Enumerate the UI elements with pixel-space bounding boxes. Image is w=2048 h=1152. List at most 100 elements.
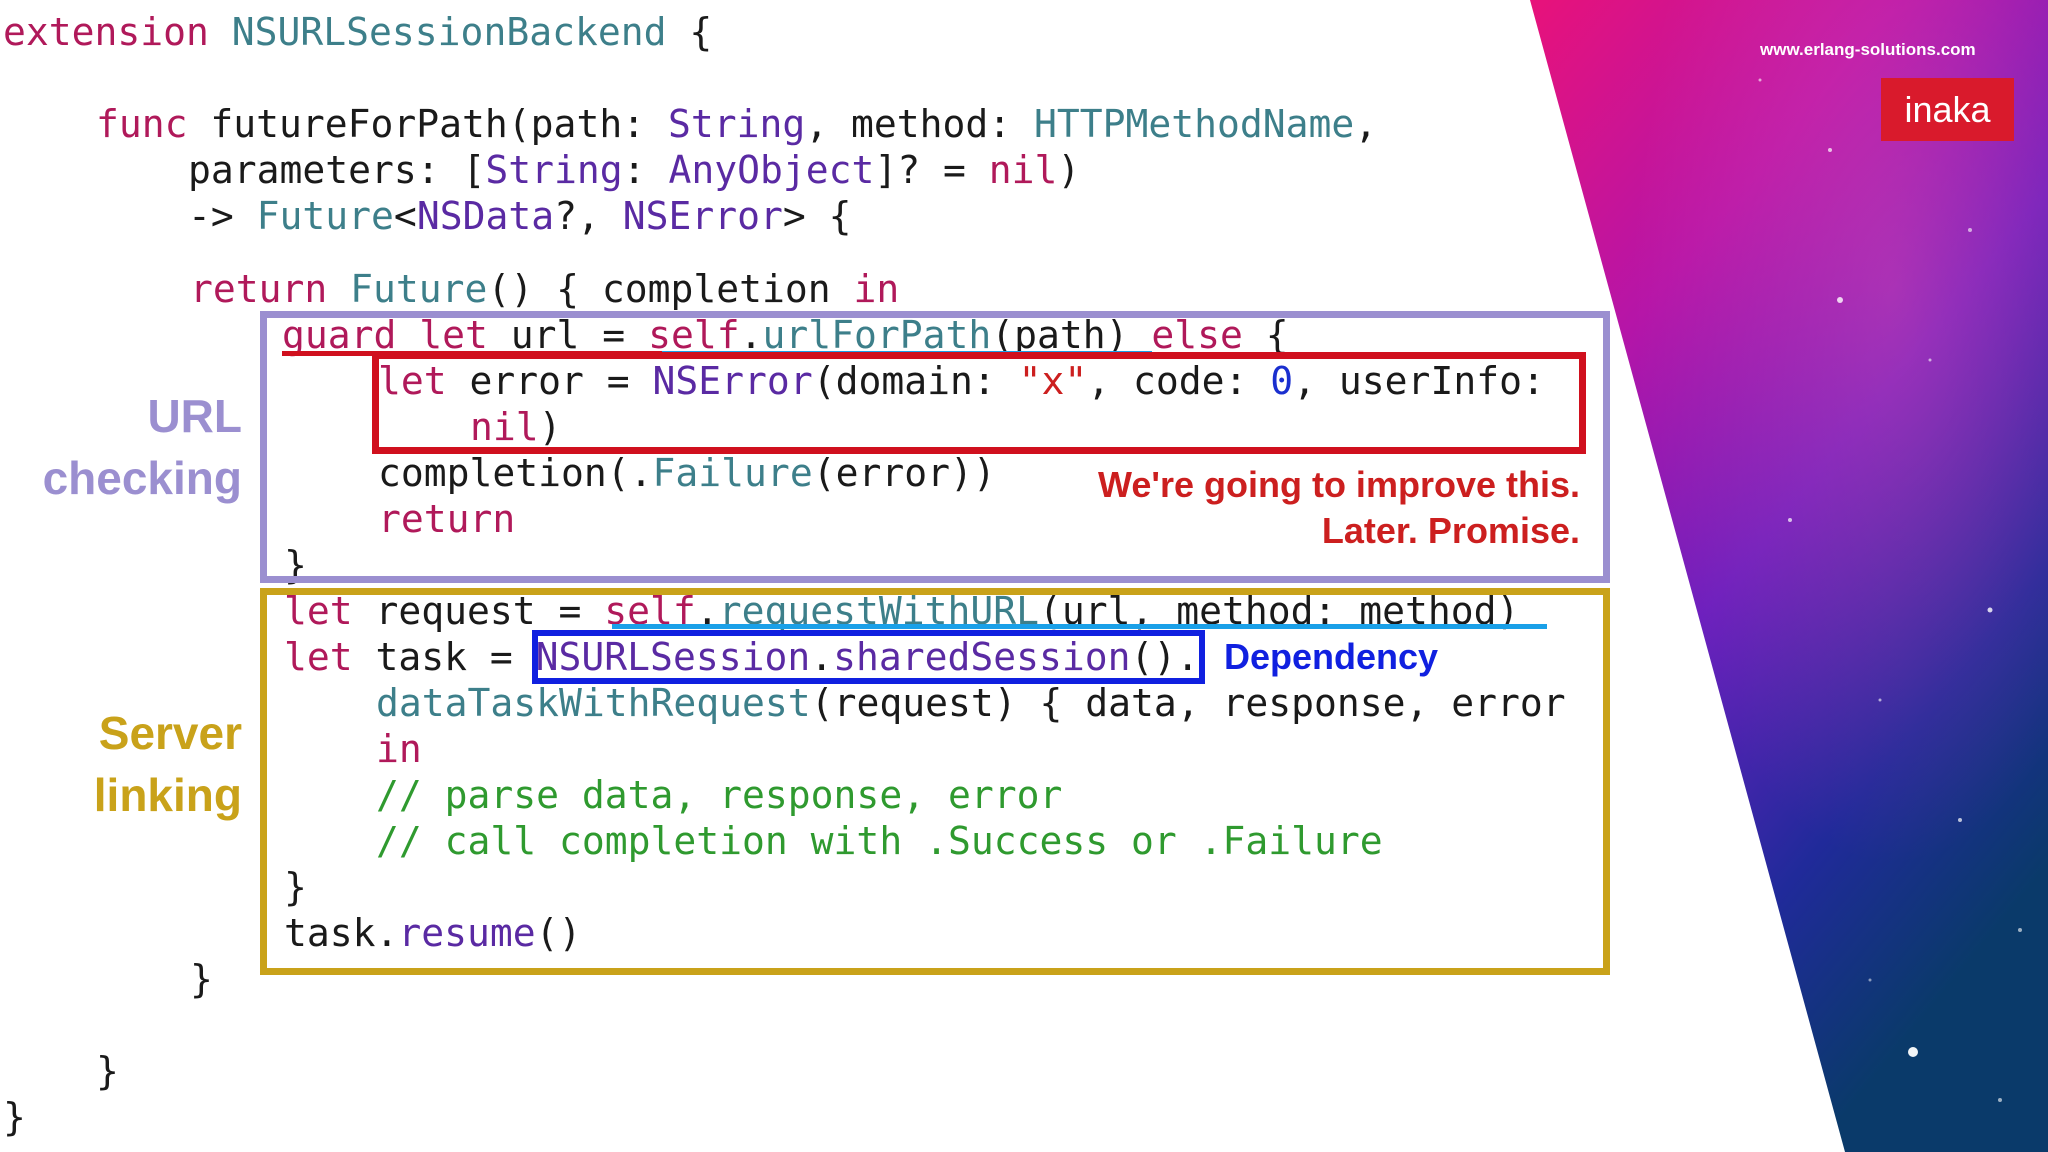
line-6-token-5: urlForPath <box>762 313 992 357</box>
inaka-logo-text: inaka <box>1904 88 1991 130</box>
line-1-token-1: extension <box>3 10 232 54</box>
line-7-token-4: (domain: <box>812 359 1019 403</box>
line-3-token-2: String <box>485 148 623 192</box>
line-7-token-3: NSError <box>652 359 813 403</box>
code-line-16: // parse data, response, error <box>376 772 1062 818</box>
code-line-13: let task = NSURLSession.sharedSession(). <box>284 634 1199 680</box>
line-5-token-1: return <box>190 267 351 311</box>
code-line-1: extension NSURLSessionBackend { <box>3 9 712 55</box>
line-6-token-7: else <box>1151 313 1243 357</box>
code-line-10: return <box>378 496 515 542</box>
line-9-token-3: (error)) <box>812 451 996 495</box>
code-line-22: } <box>3 1094 26 1140</box>
code-line-14: dataTaskWithRequest(request) { data, res… <box>376 680 1566 726</box>
url-checking-box <box>260 311 1610 583</box>
line-12-token-1: let <box>284 589 376 633</box>
line-6-token-6: (path) <box>991 313 1152 357</box>
line-6-token-4: . <box>739 313 763 357</box>
line-7-token-8: , userInfo: <box>1293 359 1545 403</box>
line-2-token-5: HTTPMethodName <box>1034 102 1355 146</box>
line-13-token-3: NSURLSession <box>535 635 811 679</box>
line-4-token-5: ?, <box>554 194 623 238</box>
line-16-token-1: // parse data, response, error <box>376 773 1063 817</box>
line-4-token-1: -> <box>188 194 257 238</box>
line-9-token-1: completion(. <box>378 451 653 495</box>
blue-underline-request-with-url <box>612 624 1547 629</box>
line-6-token-2: url = <box>510 313 649 357</box>
line-3-token-5: ]? = <box>874 148 989 192</box>
line-21-token-1: } <box>96 1049 119 1093</box>
code-line-9: completion(.Failure(error)) <box>378 450 996 496</box>
line-13-token-5: sharedSession <box>833 635 1131 679</box>
line-7-token-1: let <box>378 359 470 403</box>
line-22-token-1: } <box>3 1095 26 1139</box>
error-highlight-box <box>372 352 1586 454</box>
line-7-token-7: 0 <box>1270 359 1294 403</box>
line-6-token-3: self <box>648 313 740 357</box>
line-4-token-3: < <box>393 194 417 238</box>
line-7-token-5: "x" <box>1018 359 1088 403</box>
line-3-token-4: AnyObject <box>668 148 875 192</box>
line-5-token-2: Future <box>350 267 488 311</box>
url-checking-label: URL checking <box>42 390 242 504</box>
line-6-token-8: { <box>1242 313 1289 357</box>
line-2-token-6: , <box>1354 102 1378 146</box>
line-12-token-4: . <box>695 589 719 633</box>
code-line-5: return Future() { completion in <box>190 266 899 312</box>
line-13-token-4: . <box>810 635 834 679</box>
line-6-token-1: guard let <box>282 313 511 357</box>
line-3-token-6: nil <box>988 148 1058 192</box>
line-18-token-1: } <box>284 865 307 909</box>
line-3-token-1: parameters: [ <box>188 148 486 192</box>
line-4-token-6: NSError <box>622 194 783 238</box>
line-7-token-2: error = <box>469 359 653 403</box>
line-13-token-2: task = <box>375 635 536 679</box>
code-line-21: } <box>96 1048 119 1094</box>
line-5-token-3: () { completion <box>487 267 854 311</box>
line-10-token-1: return <box>378 497 516 541</box>
line-1-token-3: { <box>666 10 713 54</box>
line-12-token-2: request = <box>375 589 605 633</box>
line-19-token-3: () <box>535 911 582 955</box>
line-7-token-6: , code: <box>1087 359 1271 403</box>
line-15-token-1: in <box>376 727 422 771</box>
line-14-token-2: (request) { data, response, error <box>810 681 1566 725</box>
line-3-token-3: : <box>622 148 669 192</box>
code-line-8: nil) <box>470 404 562 450</box>
line-3-token-7: ) <box>1057 148 1081 192</box>
dependency-label: Dependency <box>1224 636 1439 677</box>
code-line-3: parameters: [String: AnyObject]? = nil) <box>188 147 1080 193</box>
line-4-token-7: > { <box>782 194 852 238</box>
code-line-19: task.resume() <box>284 910 581 956</box>
line-2-token-1: func <box>96 102 211 146</box>
website-url: www.erlang-solutions.com <box>1760 40 1976 59</box>
line-2-token-2: futureForPath(path: <box>210 102 668 146</box>
code-line-15: in <box>376 726 422 772</box>
server-linking-box <box>260 588 1610 975</box>
line-1-token-2: NSURLSessionBackend <box>231 10 667 54</box>
dependency-highlight-box <box>532 630 1205 684</box>
line-19-token-1: task. <box>284 911 399 955</box>
line-14-token-1: dataTaskWithRequest <box>376 681 811 725</box>
improve-note: We're going to improve this. Later. Prom… <box>1098 464 1580 551</box>
code-line-17: // call completion with .Success or .Fai… <box>376 818 1383 864</box>
line-2-token-3: String <box>667 102 806 146</box>
line-8-token-1: nil <box>470 405 539 449</box>
code-line-7: let error = NSError(domain: "x", code: 0… <box>378 358 1545 404</box>
server-linking-label: Server linking <box>93 707 242 821</box>
line-4-token-2: Future <box>256 194 394 238</box>
line-8-token-2: ) <box>538 405 562 449</box>
code-line-4: -> Future<NSData?, NSError> { <box>188 193 852 239</box>
code-line-6: guard let url = self.urlForPath(path) el… <box>282 312 1289 358</box>
line-9-token-2: Failure <box>652 451 813 495</box>
code-line-20: } <box>190 956 213 1002</box>
inaka-logo: inaka <box>1881 78 2014 141</box>
line-5-token-4: in <box>853 267 900 311</box>
line-19-token-2: resume <box>398 911 536 955</box>
line-4-token-4: NSData <box>416 194 555 238</box>
line-2-token-4: , method: <box>805 102 1035 146</box>
code-line-2: func futureForPath(path: String, method:… <box>96 101 1377 147</box>
line-13-token-6: (). <box>1130 635 1200 679</box>
